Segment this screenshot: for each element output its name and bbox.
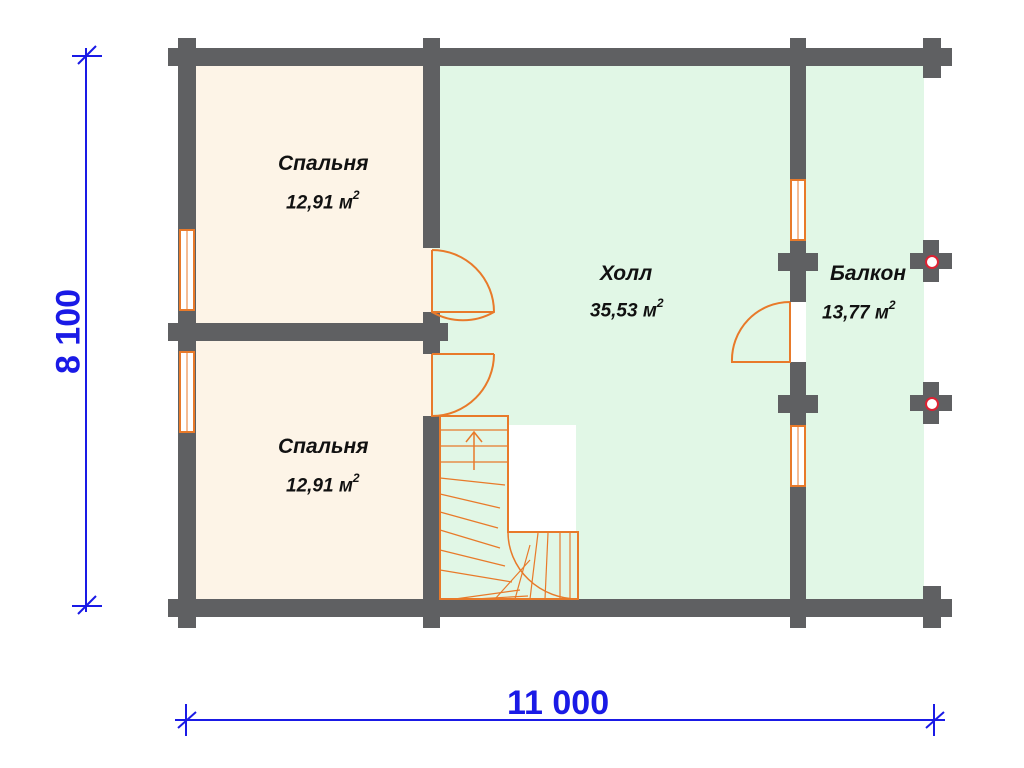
- stair-void: [508, 425, 576, 532]
- hall-area: 35,53 м2: [590, 296, 664, 322]
- staircase: [439, 415, 579, 600]
- dimension-width: 11 000: [507, 684, 610, 722]
- doors: [431, 249, 791, 418]
- bedroom-top-area: 12,91 м2: [286, 188, 360, 214]
- bedroom-bottom-fill: [196, 341, 432, 599]
- bedroom-top-name: Спальня: [278, 152, 369, 175]
- post-icon: [925, 255, 939, 269]
- hall-name: Холл: [600, 262, 653, 285]
- balcony-fill: [806, 66, 924, 599]
- balcony-name: Балкон: [830, 262, 907, 285]
- bedroom-top-fill: [196, 66, 432, 324]
- dimension-lines: [72, 45, 945, 736]
- bedroom-bottom-area: 12,91 м2: [286, 471, 360, 497]
- post-icon: [925, 397, 939, 411]
- dimension-height: 8 100: [49, 288, 88, 375]
- balcony-area: 13,77 м2: [822, 298, 896, 324]
- bedroom-bottom-name: Спальня: [278, 435, 369, 458]
- walls: [168, 38, 952, 628]
- hall-fill: [432, 66, 790, 599]
